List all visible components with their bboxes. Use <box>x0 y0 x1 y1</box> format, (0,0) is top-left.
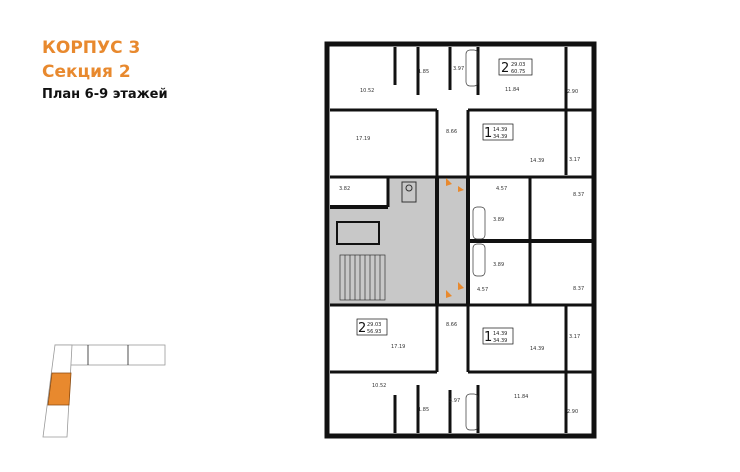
svg-text:14.39: 14.39 <box>530 158 544 164</box>
svg-text:14.39: 14.39 <box>530 346 544 352</box>
svg-text:3.97: 3.97 <box>453 66 464 72</box>
svg-text:3.89: 3.89 <box>493 262 504 268</box>
svg-text:14.39: 14.39 <box>493 331 507 337</box>
apartment-badge: 2 29.03 60.75 <box>498 58 533 76</box>
svg-text:3.89: 3.89 <box>493 217 504 223</box>
svg-text:3.17: 3.17 <box>569 157 580 163</box>
svg-text:10.52: 10.52 <box>372 383 386 389</box>
svg-text:4.57: 4.57 <box>477 287 488 293</box>
apartment-badge: 1 14.39 34.39 <box>482 327 514 345</box>
current-section-highlight <box>47 372 72 406</box>
svg-text:8.37: 8.37 <box>573 192 584 198</box>
svg-text:2.90: 2.90 <box>567 409 578 415</box>
svg-text:1: 1 <box>484 126 492 141</box>
svg-text:11.84: 11.84 <box>514 394 528 400</box>
svg-text:3.82: 3.82 <box>339 186 350 192</box>
floor-plan-title: План 6-9 этажей <box>42 87 168 102</box>
svg-text:34.39: 34.39 <box>493 134 507 140</box>
svg-text:60.75: 60.75 <box>511 69 525 75</box>
svg-text:29.03: 29.03 <box>367 322 381 328</box>
svg-text:11.84: 11.84 <box>505 87 519 93</box>
stairs-icon <box>339 254 386 301</box>
apartment-badge: 2 29.03 56.93 <box>356 318 388 336</box>
section-title: Секция 2 <box>42 62 131 82</box>
lift-lobby <box>388 178 437 208</box>
svg-text:2: 2 <box>358 321 366 336</box>
elevator-icon <box>336 221 380 245</box>
svg-text:1: 1 <box>484 330 492 345</box>
stair-lift-hall <box>330 207 437 305</box>
svg-text:56.93: 56.93 <box>367 329 381 335</box>
svg-text:3.17: 3.17 <box>569 334 580 340</box>
bathtub-icon <box>465 49 486 431</box>
svg-text:8.37: 8.37 <box>573 286 584 292</box>
key-plan <box>42 344 166 438</box>
svg-text:8.66: 8.66 <box>446 322 457 328</box>
svg-text:1.85: 1.85 <box>418 407 429 413</box>
svg-text:8.66: 8.66 <box>446 129 457 135</box>
building-title: КОРПУС 3 <box>42 38 141 58</box>
svg-text:17.19: 17.19 <box>356 136 370 142</box>
svg-text:34.39: 34.39 <box>493 338 507 344</box>
svg-text:2: 2 <box>501 61 509 76</box>
corridor <box>437 178 469 305</box>
svg-text:2.90: 2.90 <box>567 89 578 95</box>
apartment-badge: 1 14.39 34.39 <box>482 123 514 141</box>
svg-text:10.52: 10.52 <box>360 88 374 94</box>
svg-text:1.85: 1.85 <box>418 69 429 75</box>
svg-text:3.97: 3.97 <box>449 398 460 404</box>
room-area-labels: 10.52 1.85 3.97 11.84 2.90 17.19 8.66 14… <box>339 66 584 415</box>
wheelchair-lift-icon <box>401 181 417 203</box>
svg-text:4.57: 4.57 <box>496 186 507 192</box>
svg-text:29.03: 29.03 <box>511 62 525 68</box>
svg-text:14.39: 14.39 <box>493 127 507 133</box>
evacuation-arrow-icon <box>446 178 464 298</box>
svg-text:17.19: 17.19 <box>391 344 405 350</box>
